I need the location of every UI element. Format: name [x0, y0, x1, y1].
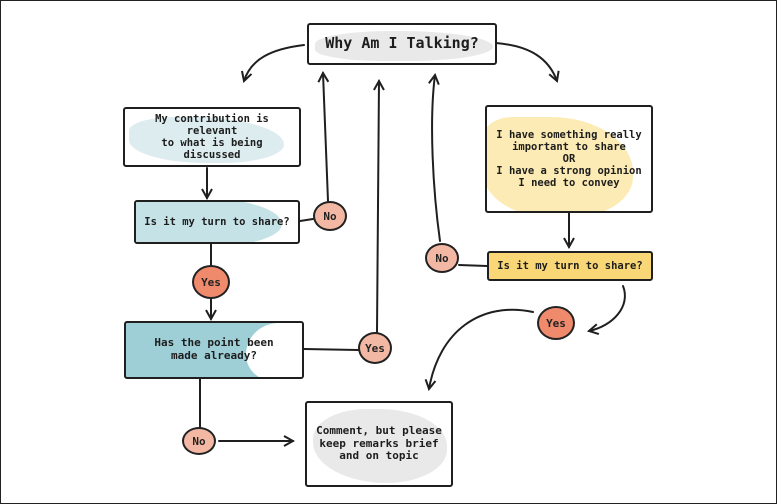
right-start-box: I have something really important to sha…	[485, 105, 653, 213]
outcome-box: Comment, but please keep remarks brief a…	[305, 401, 453, 487]
right-turn-text: Is it my turn to share?	[497, 259, 643, 272]
right-turn-no-pill: No	[425, 243, 459, 273]
right-start-highlight	[487, 117, 633, 211]
left-made-box: Has the point been made already?	[124, 321, 304, 379]
made-no-label: No	[192, 434, 206, 448]
outcome-text: Comment, but please keep remarks brief a…	[316, 424, 442, 463]
title-box: Why Am I Talking?	[307, 23, 497, 65]
left-turn-to-no-line	[299, 218, 314, 222]
right-turn-to-no-line	[458, 264, 488, 267]
left-start-highlight	[129, 117, 284, 163]
title-highlight	[315, 31, 493, 61]
left-turn-box: Is it my turn to share?	[134, 200, 300, 244]
made-yes-label: Yes	[365, 341, 385, 355]
title-to-left-arrow	[244, 44, 305, 81]
left-made-highlight	[246, 323, 302, 377]
left-start-text: My contribution is relevant to what is b…	[155, 112, 269, 162]
right-no-to-title-arrow	[432, 75, 441, 242]
made-yes-pill: Yes	[358, 332, 392, 364]
right-yes-to-outcome-arrow	[429, 308, 534, 389]
made-no-pill: No	[182, 427, 216, 455]
left-made-text: Has the point been made already?	[154, 336, 274, 362]
left-turn-yes-label: Yes	[201, 275, 221, 289]
right-start-text: I have something really important to sha…	[496, 128, 642, 190]
left-turn-highlight	[136, 202, 282, 242]
left-no-to-title-arrow	[323, 73, 328, 202]
right-turn-to-yes-arrow	[589, 285, 626, 331]
right-turn-yes-pill: Yes	[537, 306, 575, 340]
title-text: Why Am I Talking?	[325, 34, 479, 53]
title-to-right-arrow	[495, 42, 557, 81]
left-turn-no-pill: No	[313, 201, 347, 231]
left-start-box: My contribution is relevant to what is b…	[123, 107, 301, 167]
outcome-highlight	[313, 409, 447, 483]
left-turn-text: Is it my turn to share?	[144, 215, 290, 228]
made-to-yes-line	[303, 348, 359, 351]
made-yes-to-title-arrow	[377, 81, 379, 333]
left-turn-yes-pill: Yes	[192, 265, 230, 299]
right-turn-yes-label: Yes	[546, 316, 566, 330]
right-turn-no-label: No	[435, 251, 449, 265]
right-turn-box: Is it my turn to share?	[487, 251, 653, 281]
left-turn-no-label: No	[323, 209, 337, 223]
